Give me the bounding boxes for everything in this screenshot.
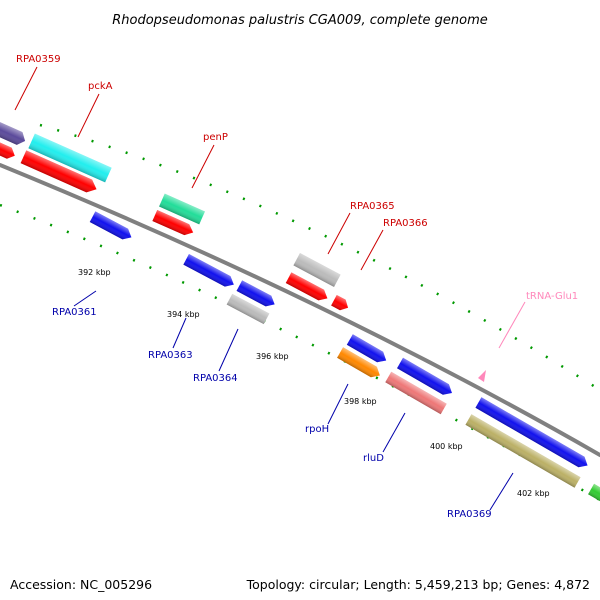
callout-lines-forward <box>14 66 384 271</box>
accession-text: Accession: NC_005296 <box>10 577 153 592</box>
feature-gray-RPA0364[interactable] <box>226 293 270 325</box>
feature-blue-RPA0369-top[interactable] <box>475 397 590 470</box>
feature-olive-RPA0369[interactable] <box>465 414 581 488</box>
feature-blue-RPA0361[interactable] <box>89 211 134 242</box>
genome-title: Rhodopseudomonas palustris CGA009, compl… <box>112 13 488 28</box>
genome-backbone <box>0 163 600 457</box>
feature-blue-RPA0363[interactable] <box>183 254 236 290</box>
feature-red-pckA[interactable] <box>20 150 100 195</box>
tick-label-394: 394 kbp <box>167 310 200 319</box>
feature-blue-rluD-top[interactable] <box>397 357 455 398</box>
feature-trna-marker[interactable] <box>478 370 486 382</box>
feature-cyan[interactable] <box>28 133 112 183</box>
gene-label-tRNA-Glu1[interactable]: tRNA-Glu1 <box>526 291 578 302</box>
gene-label-RPA0366[interactable]: RPA0366 <box>383 218 428 229</box>
tick-label-398: 398 kbp <box>344 397 377 406</box>
feature-green-edge[interactable] <box>588 483 600 503</box>
feature-blue-rpoH-top[interactable] <box>346 334 389 365</box>
feature-teal-penP[interactable] <box>159 193 205 225</box>
gene-label-RPA0364[interactable]: RPA0364 <box>193 373 238 384</box>
gene-label-RPA0361[interactable]: RPA0361 <box>52 307 97 318</box>
feature-red-left-small[interactable] <box>0 141 17 161</box>
gene-label-RPA0365[interactable]: RPA0365 <box>350 201 395 212</box>
feature-red-RPA0365[interactable] <box>285 272 330 303</box>
feature-red-penP[interactable] <box>152 209 195 238</box>
gene-label-RPA0359[interactable]: RPA0359 <box>16 54 61 65</box>
gene-label-pckA[interactable]: pckA <box>88 81 113 92</box>
feature-red-RPA0366[interactable] <box>331 294 351 313</box>
gene-label-rluD[interactable]: rluD <box>363 453 384 464</box>
gene-label-RPA0363[interactable]: RPA0363 <box>148 350 193 361</box>
topology-text: Topology: circular; Length: 5,459,213 bp… <box>246 577 590 592</box>
feature-pink-rluD[interactable] <box>385 371 447 415</box>
gene-label-rpoH[interactable]: rpoH <box>305 424 329 435</box>
tick-label-396: 396 kbp <box>256 352 289 361</box>
gene-label-penP[interactable]: penP <box>203 132 228 143</box>
feature-gray-RPA0365[interactable] <box>293 253 341 287</box>
outer-tick-ring <box>39 123 600 392</box>
callout-lines-reverse <box>73 290 514 511</box>
feature-purple-outer[interactable] <box>0 120 28 148</box>
tick-label-392: 392 kbp <box>78 268 111 277</box>
gene-label-RPA0369[interactable]: RPA0369 <box>447 509 492 520</box>
tick-label-402: 402 kbp <box>517 489 550 498</box>
tick-label-400: 400 kbp <box>430 442 463 451</box>
feature-orange-rpoH[interactable] <box>337 347 383 380</box>
callout-line-trna <box>498 301 526 349</box>
inner-tick-ring <box>0 203 600 502</box>
feature-blue-RPA0363b[interactable] <box>236 280 278 309</box>
